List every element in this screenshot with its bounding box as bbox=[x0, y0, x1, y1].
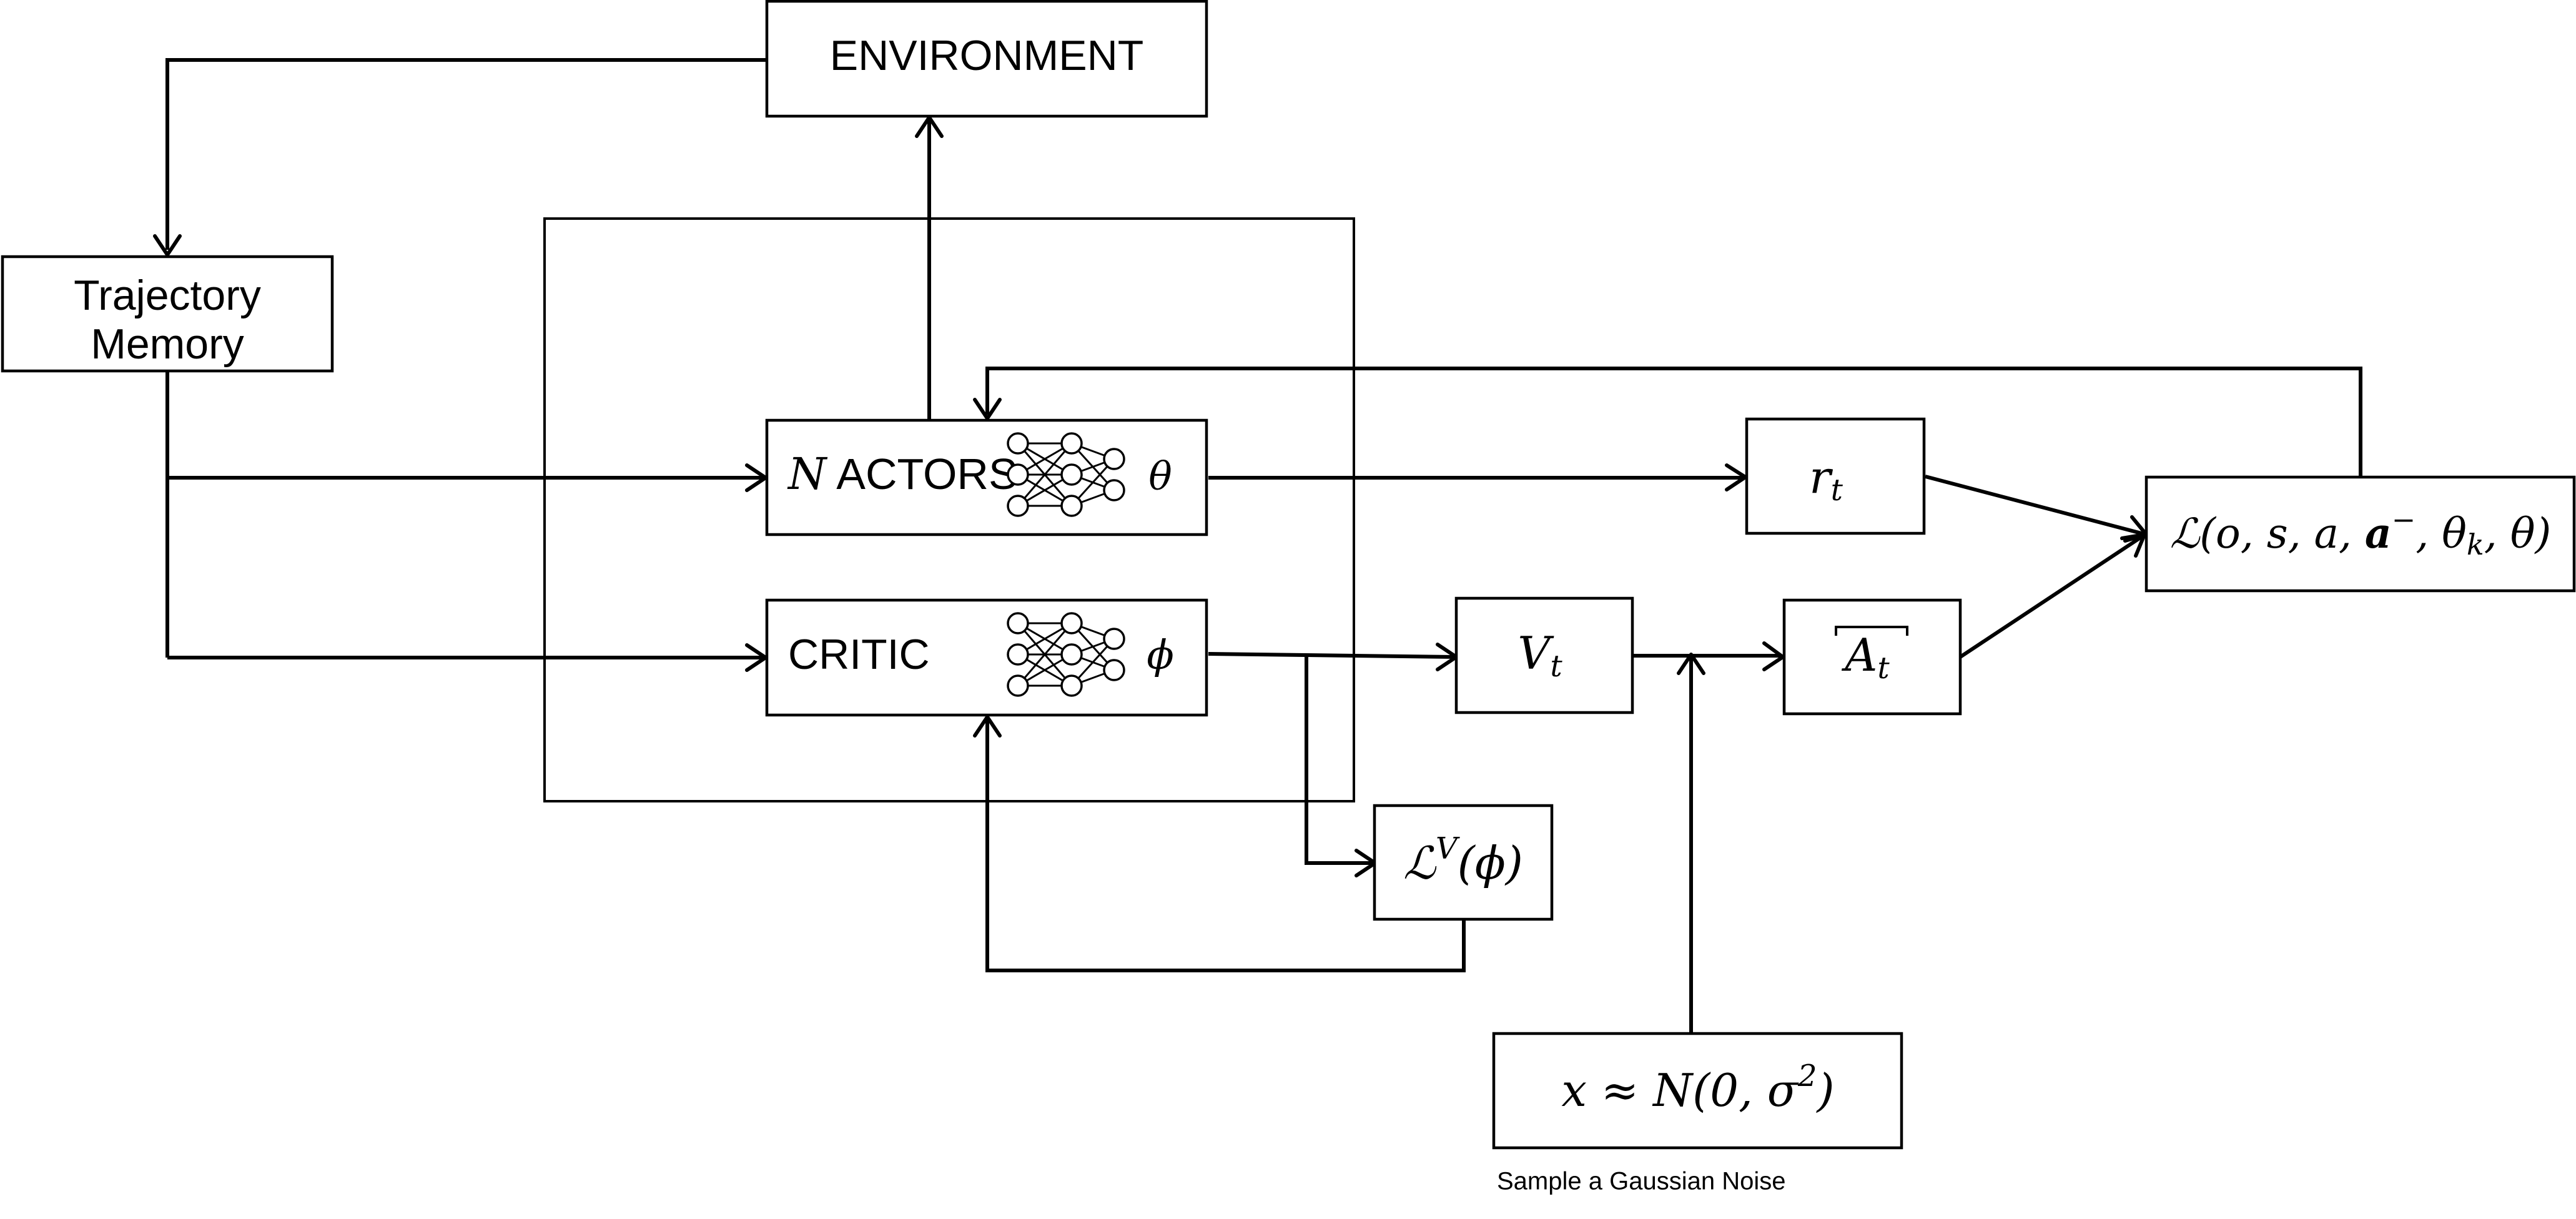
edge-environment-to-memory bbox=[165, 58, 767, 250]
actors-param: θ bbox=[1148, 453, 1172, 499]
arrowhead bbox=[2120, 533, 2146, 558]
value-subscript: t bbox=[1550, 649, 1562, 684]
noise-node: x ≈ N(0, σ2) bbox=[1492, 1032, 1903, 1150]
actors-count-symbol: N bbox=[787, 448, 828, 500]
nn-neuron bbox=[1007, 674, 1029, 697]
nn-neuron bbox=[1007, 463, 1029, 486]
connectors bbox=[153, 58, 2362, 1034]
policy-loss-tail: , θ) bbox=[2484, 510, 2551, 558]
svg-text:Vt: Vt bbox=[1517, 627, 1562, 684]
noise-expression: x ≈ N(0, σ bbox=[1561, 1064, 1799, 1117]
nn-neuron bbox=[1103, 448, 1125, 470]
nn-connection bbox=[1017, 623, 1073, 686]
advantage-hat bbox=[1835, 626, 1908, 636]
edge-value-loss-to-critic bbox=[985, 719, 1466, 972]
edge-policy-loss-to-actors bbox=[985, 367, 2362, 477]
edge-advantage-to-policy-loss bbox=[1959, 534, 2144, 659]
reward-symbol: r bbox=[1809, 451, 1833, 503]
svg-text:rt: rt bbox=[1809, 451, 1843, 508]
value-loss-symbol: ℒ bbox=[1403, 837, 1437, 889]
edge-critic-to-value-loss bbox=[1305, 654, 1373, 865]
arrowhead bbox=[153, 234, 182, 257]
policy-loss-head: ℒ(o, s, a, bbox=[2170, 510, 2365, 558]
trajectory-memory-line2: Memory bbox=[91, 320, 244, 368]
edge-critic-to-value bbox=[1208, 652, 1454, 659]
environment-node: ENVIRONMENT bbox=[765, 0, 1208, 118]
noise-caption: Sample a Gaussian Noise bbox=[1497, 1168, 1785, 1195]
nn-connection bbox=[1017, 443, 1073, 506]
policy-loss-mid: , θ bbox=[2416, 510, 2467, 558]
policy-loss-superscript: − bbox=[2392, 503, 2416, 536]
agent-frame bbox=[543, 217, 1355, 802]
nn-neuron bbox=[1007, 495, 1029, 517]
arrowhead bbox=[1677, 653, 1705, 675]
nn-neuron bbox=[1103, 479, 1125, 501]
trajectory-memory-line1: Trajectory bbox=[74, 272, 261, 319]
neural-network-icon bbox=[1007, 432, 1125, 517]
svg-text:ℒV(ϕ): ℒV(ϕ) bbox=[1403, 831, 1523, 890]
environment-label: ENVIRONMENT bbox=[830, 32, 1143, 79]
policy-loss-subscript: k bbox=[2467, 528, 2484, 561]
neural-network-icon bbox=[1007, 612, 1125, 697]
value-node: Vt bbox=[1454, 596, 1634, 714]
nn-neuron bbox=[1103, 659, 1125, 681]
svg-text:At: At bbox=[1841, 629, 1890, 686]
nn-neuron bbox=[1007, 643, 1029, 666]
nn-neuron bbox=[1103, 628, 1125, 650]
critic-node: CRITIC ϕ bbox=[765, 598, 1208, 717]
critic-param: ϕ bbox=[1147, 633, 1174, 679]
nn-neuron bbox=[1060, 674, 1083, 697]
value-loss-superscript: V bbox=[1436, 831, 1460, 866]
svg-text:x ≈ N(0, σ2): x ≈ N(0, σ2) bbox=[1561, 1059, 1834, 1117]
policy-loss-bold-action: a bbox=[2365, 509, 2392, 558]
trajectory-memory-node: Trajectory Memory bbox=[1, 255, 334, 373]
edge-reward-to-policy-loss bbox=[1925, 475, 2144, 536]
actors-label: ACTORS bbox=[836, 450, 1017, 498]
advantage-symbol: A bbox=[1841, 629, 1877, 681]
nn-neuron bbox=[1060, 463, 1083, 486]
nn-neuron bbox=[1007, 432, 1029, 455]
nn-neuron bbox=[1060, 643, 1083, 666]
policy-loss-node: ℒ(o, s, a, a−, θk, θ) bbox=[2144, 475, 2576, 593]
advantage-node: At bbox=[1782, 598, 1962, 716]
nn-neuron bbox=[1060, 495, 1083, 517]
critic-label: CRITIC bbox=[788, 631, 930, 678]
arrowhead bbox=[973, 715, 1002, 738]
value-symbol: V bbox=[1517, 627, 1554, 679]
advantage-subscript: t bbox=[1877, 651, 1890, 686]
reward-subscript: t bbox=[1831, 473, 1843, 508]
nn-neuron bbox=[1007, 612, 1029, 634]
value-loss-node: ℒV(ϕ) bbox=[1373, 804, 1554, 921]
value-loss-args: (ϕ) bbox=[1458, 837, 1523, 889]
noise-superscript: 2 bbox=[1797, 1059, 1817, 1093]
arrowhead bbox=[973, 398, 1002, 420]
svg-text:ℒ(o, s, a, a−, θk, θ): ℒ(o, s, a, a−, θk, θ) bbox=[2170, 503, 2551, 561]
noise-expression-end: ) bbox=[1815, 1064, 1834, 1117]
nn-neuron bbox=[1060, 612, 1083, 634]
nn-neuron bbox=[1060, 432, 1083, 455]
reward-node: rt bbox=[1745, 417, 1926, 535]
